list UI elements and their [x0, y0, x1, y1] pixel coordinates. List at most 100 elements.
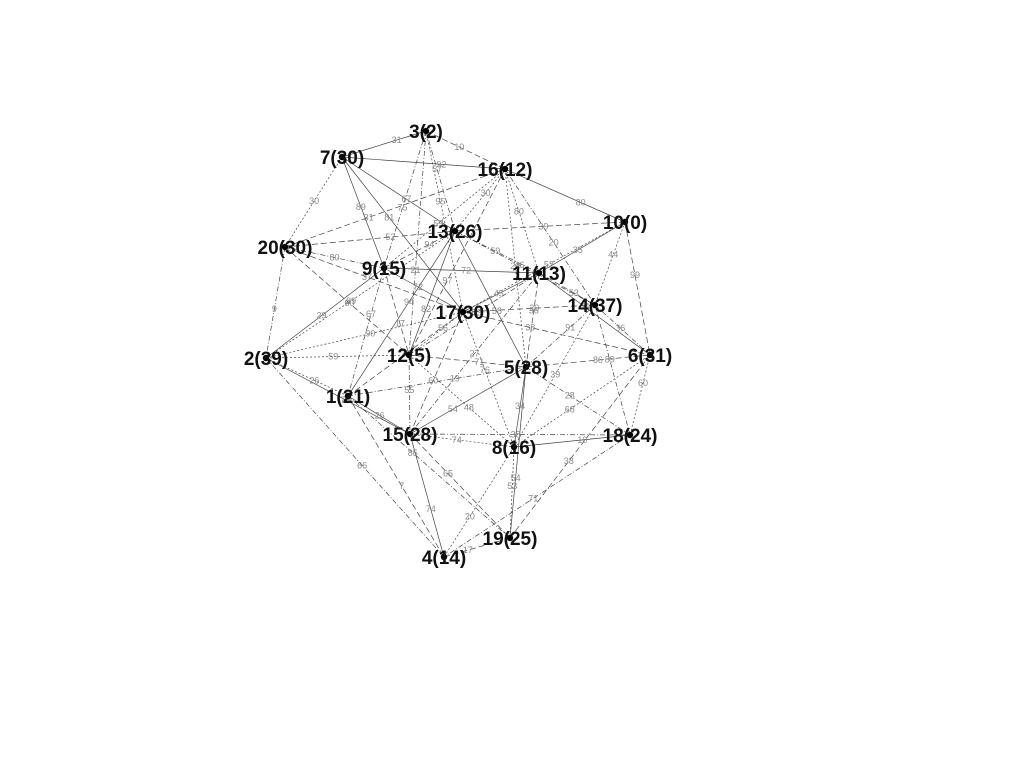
edge-weight-label: 29 — [316, 311, 326, 321]
edge-9-2 — [265, 267, 385, 359]
edge-weight-label: 24 — [510, 261, 520, 271]
edge-weight-label: 36 — [529, 306, 539, 316]
edge-20-2 — [265, 246, 286, 359]
edge-weight-label: 89 — [605, 355, 615, 365]
node-3-label: 3(2) — [409, 122, 443, 143]
edge-weight-label: 53 — [507, 481, 517, 491]
edge-11-14 — [538, 272, 596, 306]
edge-weight-label: 52 — [385, 232, 395, 242]
edge-weight-label: 20 — [529, 303, 539, 313]
edge-16-14 — [504, 168, 596, 306]
edge-weight-label: 20 — [549, 237, 559, 247]
node-16-dot — [501, 165, 509, 173]
edge-weight-label: 67 — [401, 194, 411, 204]
edge-4-19 — [443, 537, 511, 558]
node-13-dot — [451, 227, 459, 235]
edge-weight-label: 81 — [384, 212, 394, 222]
edge-weight-label: 30 — [309, 196, 319, 206]
edge-weight-label: 7 — [399, 481, 404, 491]
edge-weight-label: 67 — [366, 309, 376, 319]
edge-weight-label: 38 — [511, 430, 521, 440]
node-9-label: 9(15) — [362, 259, 406, 280]
edge-17-14 — [462, 304, 596, 313]
node-18-label: 18(24) — [603, 426, 658, 447]
edge-weight-label: 58 — [492, 306, 502, 316]
edge-2-15 — [265, 357, 411, 435]
edge-weight-label: 80 — [329, 253, 339, 263]
node-19-dot — [506, 534, 514, 542]
edge-18-4 — [443, 434, 631, 558]
edge-weight-label: 52 — [544, 259, 554, 269]
edge-19-6 — [509, 354, 651, 539]
edge-weight-label: 85 — [408, 448, 418, 458]
edge-9-1 — [347, 267, 385, 397]
node-18-dot — [626, 431, 634, 439]
edge-16-9 — [383, 168, 506, 269]
edge-weight-label: 19 — [450, 374, 460, 384]
node-12-dot — [405, 351, 413, 359]
edge-weight-label: 27 — [469, 349, 479, 359]
edge-weight-label: 80 — [514, 207, 524, 217]
edge-weight-label: 74 — [452, 435, 462, 445]
edge-weight-label: 39 — [346, 296, 356, 306]
edge-weight-label: 44 — [579, 302, 589, 312]
edge-weight-label: 75 — [397, 203, 407, 213]
node-8-dot — [510, 443, 518, 451]
edge-weight-label: 9 — [272, 304, 277, 314]
edge-weight-label: 26 — [309, 375, 319, 385]
node-4-dot — [440, 553, 448, 561]
edge-weight-label: 48 — [464, 402, 474, 412]
edge-16-11 — [504, 168, 540, 274]
edge-weight-label: 97 — [442, 276, 452, 286]
edge-18-14 — [594, 304, 631, 436]
edge-weight-label: 95 — [435, 197, 445, 207]
edge-weight-label: 31 — [364, 212, 374, 222]
edge-weight-label: 54 — [448, 404, 458, 414]
edge-17-8 — [462, 311, 515, 448]
edge-weight-label: 91 — [565, 322, 575, 332]
edge-weight-label: 94 — [424, 239, 434, 249]
edge-16-10 — [504, 168, 626, 223]
node-19-label: 19(25) — [483, 529, 538, 550]
edge-9-13 — [383, 230, 456, 269]
edge-8-6 — [513, 354, 651, 448]
edge-1-4 — [347, 395, 445, 558]
edge-weight-label: 55 — [404, 385, 414, 395]
edge-3-12 — [408, 130, 427, 356]
edge-20-17 — [284, 246, 464, 313]
edge-15-8 — [409, 433, 515, 448]
edge-weight-label: 92 — [436, 159, 446, 169]
edge-weight-label: 60 — [344, 298, 354, 308]
edge-weight-label: 35 — [573, 245, 583, 255]
edge-weight-label: 20 — [465, 511, 475, 521]
node-7-label: 7(30) — [320, 148, 364, 169]
node-17-label: 17(30) — [436, 303, 491, 324]
edge-20-16 — [284, 168, 506, 248]
edge-17-11 — [462, 272, 540, 313]
node-13-label: 13(26) — [428, 222, 483, 243]
edge-7-16 — [341, 156, 506, 170]
edge-weight-label: 72 — [413, 282, 423, 292]
edge-16-5 — [504, 168, 527, 368]
node-17-dot — [459, 308, 467, 316]
edge-weight-label: 56 — [438, 323, 448, 333]
edge-3-17 — [425, 130, 464, 313]
edge-weight-label: 79 — [400, 349, 410, 359]
nodes-layer: 1(21)2(39)3(2)4(14)5(28)6(31)7(30)8(16)9… — [244, 122, 672, 569]
node-2-label: 2(39) — [244, 349, 288, 370]
node-12-label: 12(5) — [387, 346, 431, 367]
edge-19-5 — [509, 366, 527, 539]
edge-1-15 — [347, 395, 411, 435]
edge-weight-label: 10 — [577, 435, 587, 445]
edge-weight-label: 38 — [525, 323, 535, 333]
node-11-label: 11(13) — [512, 264, 566, 285]
edge-weight-label: 53 — [569, 288, 579, 298]
edge-weight-label: 71 — [528, 493, 538, 503]
edge-weight-label: 21 — [410, 265, 420, 275]
edge-weight-label: 99 — [630, 270, 640, 280]
edge-weight-label: 10 — [454, 142, 464, 152]
edge-10-17 — [462, 221, 626, 313]
edge-12-15 — [408, 354, 411, 435]
edge-weight-label: 74 — [426, 504, 436, 514]
